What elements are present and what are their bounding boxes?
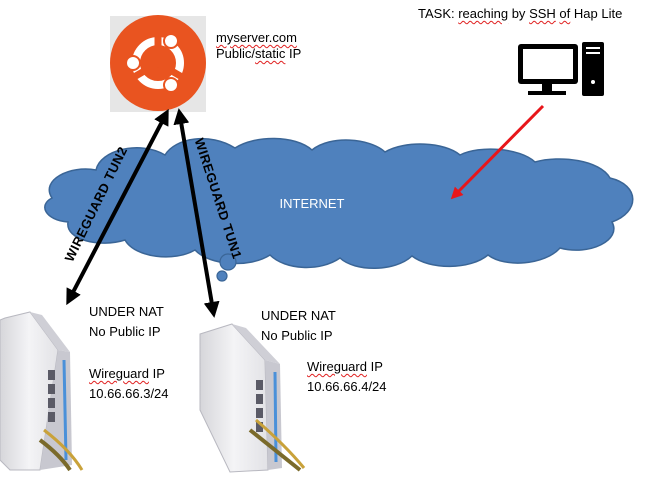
server-ip: Public/static IP	[216, 46, 301, 62]
server-name: myserver.com	[216, 30, 297, 45]
task-word-of: of	[559, 6, 571, 21]
desktop-computer-icon	[518, 42, 604, 96]
router-right-wg: Wireguard IP 10.66.66.4/24	[307, 357, 387, 397]
router-right-nat: UNDER NAT	[261, 308, 336, 323]
task-word-reaching: reaching	[458, 6, 509, 21]
router-left-wg-suffix: IP	[148, 366, 165, 381]
task-text: TASK: reaching by SSH of Hap Lite	[418, 6, 622, 22]
task-sep-1: by	[508, 6, 530, 21]
internet-label: INTERNET	[280, 196, 345, 211]
router-right-info: UNDER NAT No Public IP	[261, 306, 336, 346]
tunnel-tun1-arrow	[173, 108, 220, 318]
router-right-wg-word: Wireguard	[307, 359, 367, 374]
red-arrow	[450, 104, 545, 200]
router-icon	[199, 323, 306, 473]
router-right-public: No Public IP	[261, 328, 333, 343]
router-left-info: UNDER NAT No Public IP	[89, 302, 164, 342]
tunnel-tun2-arrow	[66, 108, 169, 306]
router-left-wg-word: Wireguard	[89, 366, 149, 381]
task-prefix: TASK:	[418, 6, 459, 21]
task-suffix: Hap Lite	[570, 6, 623, 21]
router-icon	[0, 311, 84, 472]
router-left-wg-ip: 10.66.66.3/24	[89, 386, 169, 401]
task-word-ssh: SSH	[529, 6, 556, 21]
server-ip-static: static	[255, 46, 286, 61]
router-left-public: No Public IP	[89, 324, 161, 339]
server-ip-suffix: IP	[285, 46, 302, 61]
ubuntu-logo-icon	[110, 15, 206, 112]
router-right-wg-suffix: IP	[366, 359, 383, 374]
router-right-wg-ip: 10.66.66.4/24	[307, 379, 387, 394]
server-ip-prefix: Public/	[216, 46, 256, 61]
router-left-wg: Wireguard IP 10.66.66.3/24	[89, 364, 169, 404]
server-info: myserver.com Public/static IP	[216, 30, 301, 62]
router-left-nat: UNDER NAT	[89, 304, 164, 319]
